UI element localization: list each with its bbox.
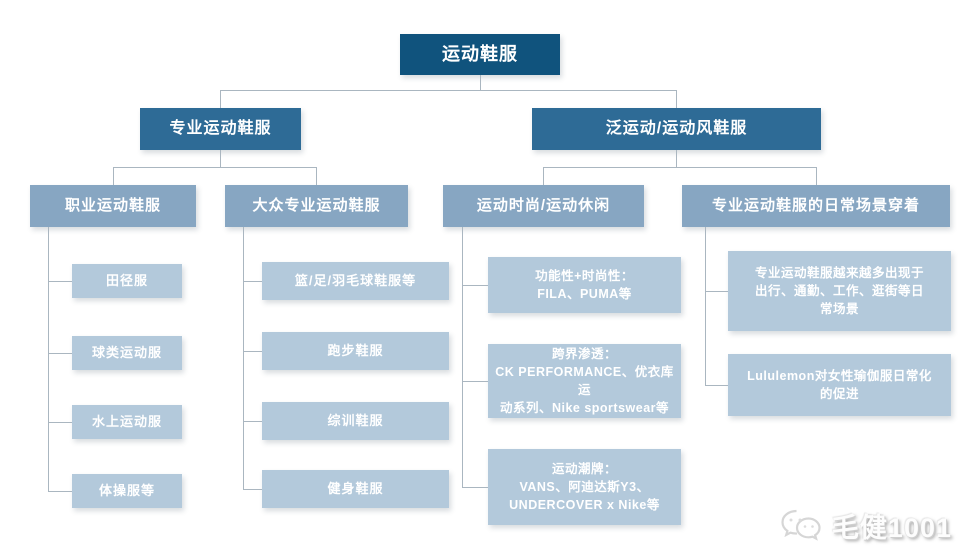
watermark: 毛健1001 bbox=[780, 506, 952, 545]
node-daily-wear: 专业运动鞋服越来越多出现于 出行、通勤、工作、逛街等日 常场景 bbox=[728, 251, 951, 331]
connector-line bbox=[220, 90, 677, 91]
connector-line bbox=[48, 281, 72, 282]
node-water-sports: 水上运动服 bbox=[72, 405, 182, 439]
connector-line bbox=[113, 167, 317, 168]
connector-line bbox=[243, 227, 244, 489]
connector-line bbox=[816, 167, 817, 185]
node-function-fashion: 功能性+时尚性： FILA、PUMA等 bbox=[488, 257, 681, 313]
connector-line bbox=[543, 167, 817, 168]
connector-line bbox=[480, 75, 481, 90]
node-root: 运动鞋服 bbox=[400, 34, 560, 75]
node-gymnastics: 体操服等 bbox=[72, 474, 182, 508]
connector-line bbox=[676, 90, 677, 108]
node-pan-sport: 泛运动/运动风鞋服 bbox=[532, 108, 821, 150]
wechat-icon bbox=[780, 508, 822, 544]
watermark-text: 毛健1001 bbox=[831, 513, 952, 543]
node-mass-professional: 大众专业运动鞋服 bbox=[225, 185, 408, 227]
connector-line bbox=[462, 381, 488, 382]
connector-line bbox=[705, 291, 728, 292]
node-lululemon: Lululemon对女性瑜伽服日常化 的促进 bbox=[728, 354, 951, 416]
connector-line bbox=[243, 421, 262, 422]
node-ballgame-shoes: 篮/足/羽毛球鞋服等 bbox=[262, 262, 449, 300]
connector-line bbox=[462, 227, 463, 487]
node-daily-scene: 专业运动鞋服的日常场景穿着 bbox=[682, 185, 950, 227]
connector-line bbox=[220, 150, 221, 167]
connector-line bbox=[705, 385, 728, 386]
connector-line bbox=[462, 487, 488, 488]
connector-line bbox=[705, 227, 706, 385]
connector-line bbox=[48, 227, 49, 491]
node-sport-fashion: 运动时尚/运动休闲 bbox=[443, 185, 644, 227]
connector-line bbox=[543, 167, 544, 185]
node-training: 综训鞋服 bbox=[262, 402, 449, 440]
connector-line bbox=[243, 351, 262, 352]
node-street-brands: 运动潮牌： VANS、阿迪达斯Y3、 UNDERCOVER x Nike等 bbox=[488, 449, 681, 525]
connector-line bbox=[220, 90, 221, 108]
node-track-field: 田径服 bbox=[72, 264, 182, 298]
connector-line bbox=[462, 285, 488, 286]
connector-line bbox=[48, 491, 72, 492]
connector-line bbox=[48, 422, 72, 423]
node-occupational: 职业运动鞋服 bbox=[30, 185, 196, 227]
node-ball-sports: 球类运动服 bbox=[72, 336, 182, 370]
node-crossover: 跨界渗透： CK PERFORMANCE、优衣库运 动系列、Nike sport… bbox=[488, 344, 681, 418]
node-fitness: 健身鞋服 bbox=[262, 470, 449, 508]
node-professional: 专业运动鞋服 bbox=[140, 108, 301, 150]
connector-line bbox=[676, 150, 677, 167]
connector-line bbox=[48, 353, 72, 354]
connector-line bbox=[243, 281, 262, 282]
connector-line bbox=[243, 489, 262, 490]
connector-line bbox=[113, 167, 114, 185]
connector-line bbox=[316, 167, 317, 185]
node-running: 跑步鞋服 bbox=[262, 332, 449, 370]
